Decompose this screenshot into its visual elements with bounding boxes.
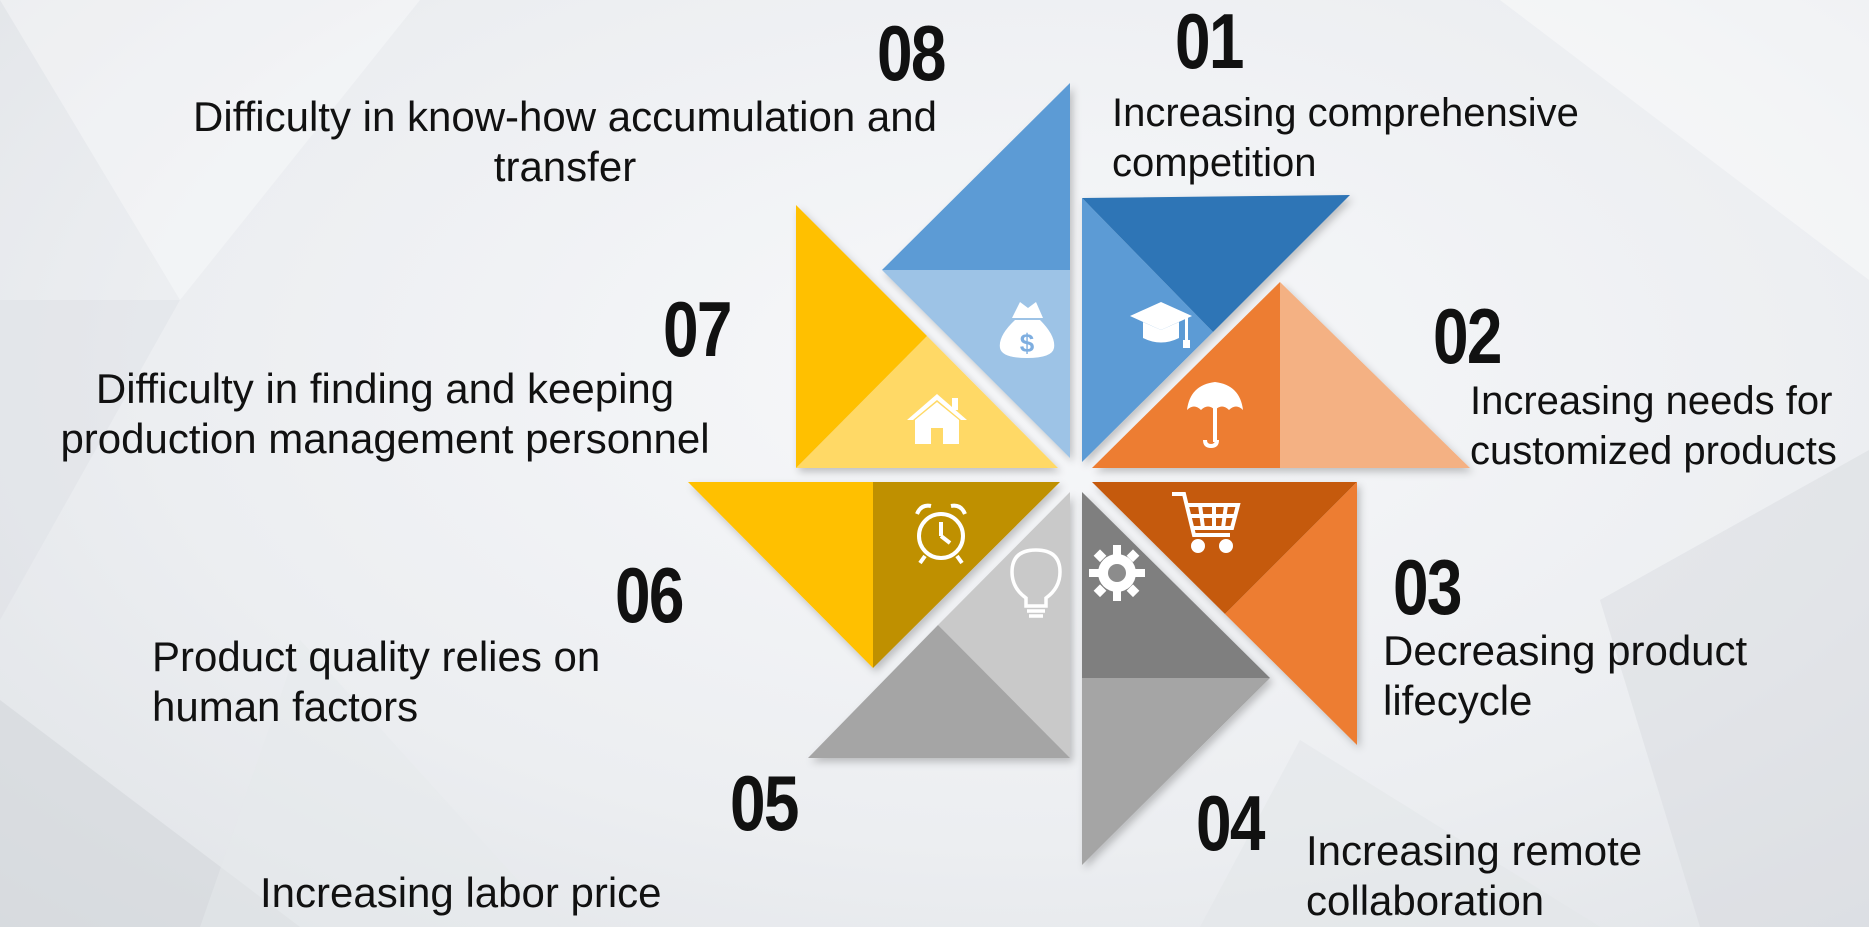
number-03: 03 — [1393, 543, 1463, 631]
label-08: Difficulty in know-how accumulation and … — [193, 93, 937, 190]
number-02: 02 — [1433, 292, 1503, 380]
label-04: Increasing remote collaboration — [1306, 827, 1643, 924]
alarm-clock-icon — [915, 503, 967, 565]
label-01: Increasing comprehensive competition — [1112, 91, 1579, 185]
number-05: 05 — [730, 759, 800, 847]
number-06: 06 — [615, 551, 685, 639]
label-05: Increasing labor price — [260, 869, 662, 916]
segment-07 — [796, 205, 1058, 468]
label-03: Decreasing product lifecycle — [1383, 627, 1748, 724]
number-04: 04 — [1196, 779, 1266, 867]
graduation-cap-icon — [1130, 302, 1192, 348]
house-icon — [907, 394, 967, 444]
label-02: Increasing needs for customized products — [1470, 379, 1837, 473]
label-06: Product quality relies on human factors — [152, 633, 601, 730]
money-bag-icon: $ — [999, 302, 1055, 358]
number-08: 08 — [877, 9, 947, 97]
segment-02 — [1092, 282, 1470, 468]
gear-icon — [1089, 545, 1145, 601]
label-07: Difficulty in finding and keeping produc… — [60, 365, 710, 462]
shopping-cart-icon — [1172, 492, 1241, 553]
umbrella-icon — [1187, 382, 1243, 449]
segment-05 — [808, 492, 1070, 758]
segment-04 — [1082, 492, 1270, 865]
number-01: 01 — [1175, 0, 1245, 85]
number-07: 07 — [663, 285, 733, 373]
lightbulb-icon — [1010, 548, 1062, 618]
svg-text:$: $ — [1020, 328, 1035, 358]
